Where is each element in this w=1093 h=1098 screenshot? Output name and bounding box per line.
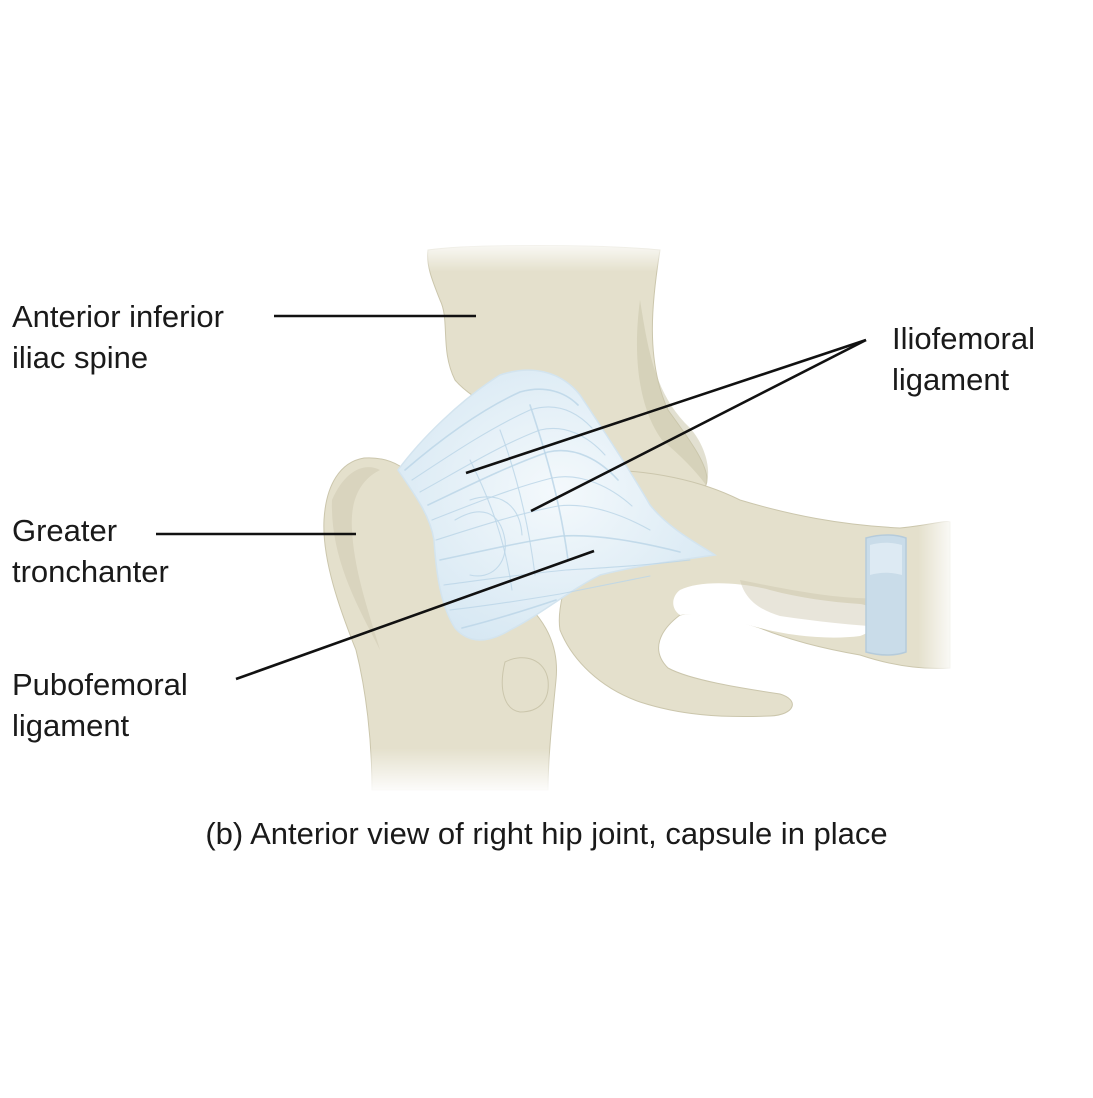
- obturator-foramen: [673, 583, 875, 638]
- ligament-fiber: [469, 459, 513, 591]
- label-anterior-inferior-iliac-spine: Anterior inferior iliac spine: [12, 296, 224, 378]
- ligament-fiber: [499, 429, 536, 576]
- label-line: Iliofemoral: [892, 321, 1035, 356]
- ligament-fibers: [404, 388, 691, 629]
- ligament-fiber: [529, 404, 569, 561]
- fade-top: [400, 238, 690, 272]
- figure-caption: (b) Anterior view of right hip joint, ca…: [205, 816, 888, 851]
- label-line: iliac spine: [12, 340, 149, 375]
- ligament-fiber: [449, 575, 651, 611]
- pubic-band-highlight: [870, 542, 902, 575]
- femur-shadow: [331, 467, 380, 650]
- ligament-fiber: [419, 427, 606, 493]
- ligament-fiber: [443, 559, 691, 586]
- ligament-fiber: [454, 511, 506, 577]
- label-pubofemoral-ligament: Pubofemoral ligament: [12, 664, 188, 746]
- label-line: Greater: [12, 513, 118, 548]
- fade-bottom: [360, 748, 570, 794]
- lesser-trochanter-bone: [501, 657, 549, 713]
- ligament-fiber: [404, 388, 579, 471]
- ilium-shadow: [636, 300, 709, 485]
- label-line: Anterior inferior: [12, 299, 224, 334]
- label-line: Pubofemoral: [12, 667, 188, 702]
- ligament-fiber: [427, 449, 619, 506]
- label-line: tronchanter: [12, 554, 169, 589]
- ligament-fiber: [411, 406, 593, 481]
- ramus-shadow: [740, 580, 900, 628]
- leader-line-iliofemoral-upper: [465, 338, 867, 475]
- leader-line-pubofemoral: [235, 549, 595, 681]
- leader-line-iliofemoral-lower: [530, 338, 867, 513]
- ligament-fiber: [461, 599, 557, 629]
- fade-right: [918, 510, 958, 680]
- ligament-fiber: [469, 496, 523, 536]
- label-line: ligament: [12, 708, 130, 743]
- label-line: ligament: [892, 362, 1010, 397]
- label-iliofemoral-ligament: Iliofemoral ligament: [892, 318, 1035, 400]
- label-greater-tronchanter: Greater tronchanter: [12, 510, 169, 592]
- ligament-fiber: [439, 534, 681, 561]
